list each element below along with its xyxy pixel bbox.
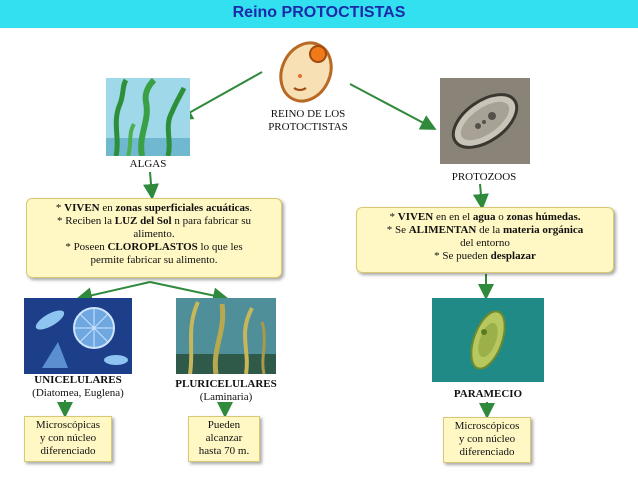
diatom-image [24,298,132,374]
algas-line-4: * Poseen CLOROPLASTOS lo que les [65,241,243,253]
pluricelulares-box-line: hasta 70 m. [198,445,250,457]
laminaria-image [176,298,276,374]
pluricelulares-title: PLURICELULARES [175,378,277,390]
center-label-line1: REINO DE LOS [270,108,346,120]
paramecio-box-line: y con núcleo [458,433,516,445]
arrow-box-to-pluricelulares [149,281,229,304]
protozoos-label: PROTOZOOS [451,171,517,183]
algas-line-2: * Reciben la LUZ del Sol n para fabricar… [57,215,251,227]
page-title: Reino PROTOCTISTAS [232,4,406,21]
unicelulares-box: Microscópicas y con núcleo diferenciado [24,416,112,462]
arrow-protozoos-to-box [472,183,489,210]
algas-label: ALGAS [129,158,167,170]
algas-line-3: alimento. [133,228,175,240]
protozoa-image [440,78,530,164]
pluricelulares-box-line: alcanzar [205,432,243,444]
title-bar: Reino PROTOCTISTAS [0,0,638,28]
arrow-center-to-algas [176,71,263,120]
paramecio-label: PARAMECIO [453,388,523,400]
protozoos-line-4: * Se pueden desplazar [434,250,536,262]
paramecio-box: Microscópicos y con núcleo diferenciado [443,417,531,463]
paramecio-box-line: diferenciado [459,446,515,458]
unicelulares-title: UNICELULARES [34,374,122,386]
protozoos-line-1: * VIVEN en en el agua o zonas húmedas. [389,211,581,223]
pluricelulares-box: Pueden alcanzar hasta 70 m. [188,416,260,462]
center-label-line2: PROTOCTISTAS [268,121,348,133]
protozoos-description-box: * VIVEN en en el agua o zonas húmedas. *… [356,207,614,273]
protozoos-line-2: * Se ALIMENTAN de la materia orgánica [386,224,584,236]
paramecium-image [432,298,544,382]
pluricelulares-label: PLURICELULARES (Laminaria) [164,378,288,404]
pluricelulares-box-line: Pueden [207,419,241,431]
unicelulares-label: UNICELULARES (Diatomea, Euglena) [14,374,142,400]
protozoos-line-3: del entorno [460,237,510,249]
unicelulares-box-line: Microscópicas [35,419,101,431]
paramecio-box-line: Microscópicos [454,420,520,432]
unicelulares-box-line: diferenciado [40,445,96,457]
algas-line-1: * VIVEN en zonas superficiales acuáticas… [55,202,253,214]
arrow-center-to-protozoos [349,83,437,130]
protist-cell-image [279,41,333,103]
pluricelulares-subtitle: (Laminaria) [199,391,253,403]
unicelulares-box-line: y con núcleo [39,432,97,444]
arrow-box-to-unicelulares [76,281,151,304]
arrow-algas-to-box [143,171,159,200]
algas-line-5: permite fabricar su alimento. [90,254,218,266]
center-label: REINO DE LOS PROTOCTISTAS [250,108,366,134]
unicelulares-subtitle: (Diatomea, Euglena) [32,387,124,399]
algas-description-box: * VIVEN en zonas superficiales acuáticas… [26,198,282,278]
algae-image [106,78,190,156]
